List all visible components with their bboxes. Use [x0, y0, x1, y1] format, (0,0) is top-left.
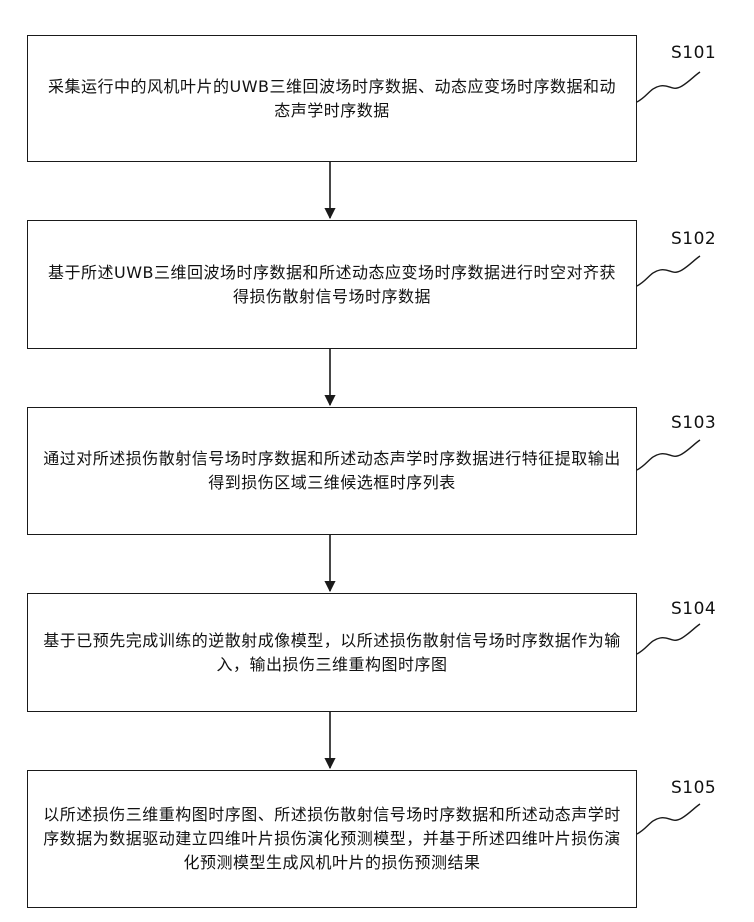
leader-s104 — [637, 624, 700, 654]
step-box-s102: 基于所述UWB三维回波场时序数据和所述动态应变场时序数据进行时空对齐获得损伤散射… — [27, 220, 637, 349]
step-box-s103: 通过对所述损伤散射信号场时序数据和所述动态声学时序数据进行特征提取输出得到损伤区… — [27, 407, 637, 535]
step-label-s104: S104 — [671, 599, 716, 619]
step-label-s101: S101 — [671, 43, 716, 63]
step-box-s105: 以所述损伤三维重构图时序图、所述损伤散射信号场时序数据和所述动态声学时序数据为数… — [27, 770, 637, 908]
leader-s102 — [637, 256, 700, 286]
step-label-s103: S103 — [671, 413, 716, 433]
step-text-s104: 基于已预先完成训练的逆散射成像模型，以所述损伤散射信号场时序数据作为输入，输出损… — [40, 629, 624, 677]
step-text-s102: 基于所述UWB三维回波场时序数据和所述动态应变场时序数据进行时空对齐获得损伤散射… — [40, 261, 624, 309]
leader-s103 — [637, 440, 700, 470]
step-label-s105: S105 — [671, 778, 716, 798]
leader-s101 — [637, 72, 700, 102]
step-box-s104: 基于已预先完成训练的逆散射成像模型，以所述损伤散射信号场时序数据作为输入，输出损… — [27, 593, 637, 712]
leader-s105 — [637, 804, 700, 834]
step-text-s105: 以所述损伤三维重构图时序图、所述损伤散射信号场时序数据和所述动态声学时序数据为数… — [40, 803, 624, 875]
step-label-s102: S102 — [671, 229, 716, 249]
step-text-s101: 采集运行中的风机叶片的UWB三维回波场时序数据、动态应变场时序数据和动态声学时序… — [40, 75, 624, 123]
step-box-s101: 采集运行中的风机叶片的UWB三维回波场时序数据、动态应变场时序数据和动态声学时序… — [27, 35, 637, 162]
step-text-s103: 通过对所述损伤散射信号场时序数据和所述动态声学时序数据进行特征提取输出得到损伤区… — [40, 447, 624, 495]
